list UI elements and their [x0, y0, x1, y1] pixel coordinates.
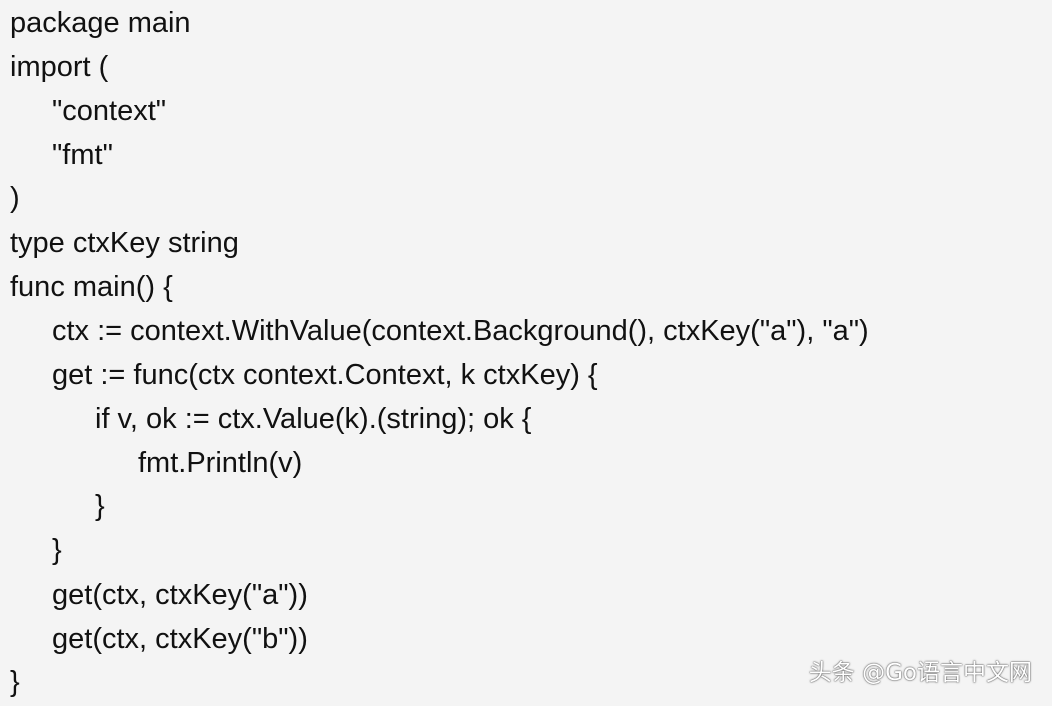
code-line-if-value: if v, ok := ctx.Value(k).(string); ok {	[95, 403, 532, 435]
code-line-import-open: import (	[10, 51, 109, 83]
code-line-import-fmt: "fmt"	[52, 139, 113, 171]
code-line-if-close: }	[95, 490, 105, 522]
code-line-func-close: }	[52, 534, 62, 566]
code-line-import-close: )	[10, 182, 20, 214]
code-line-get-func: get := func(ctx context.Context, k ctxKe…	[52, 359, 598, 391]
code-line-ctx-assign: ctx := context.WithValue(context.Backgro…	[52, 315, 869, 347]
code-line-get-b: get(ctx, ctxKey("b"))	[52, 623, 308, 655]
code-line-get-a: get(ctx, ctxKey("a"))	[52, 579, 308, 611]
code-line-main-close: }	[10, 666, 20, 698]
code-line-package: package main	[10, 7, 191, 39]
watermark: 头条 @Go语言中文网	[808, 660, 1032, 686]
code-line-import-context: "context"	[52, 95, 167, 127]
code-line-func-main: func main() {	[10, 271, 173, 303]
code-line-println: fmt.Println(v)	[138, 447, 303, 479]
code-line-type-decl: type ctxKey string	[10, 227, 239, 259]
